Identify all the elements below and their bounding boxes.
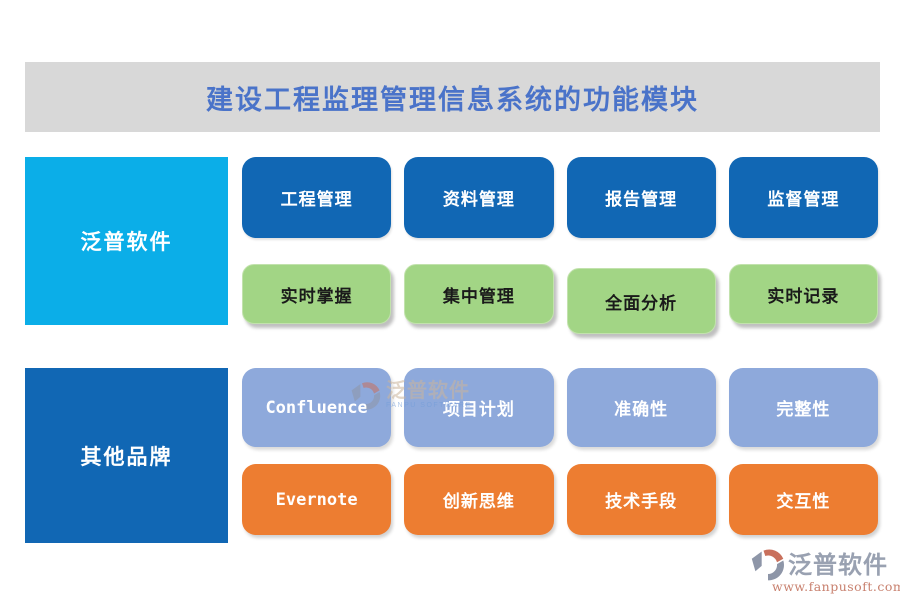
interactivity-card: 交互性 bbox=[728, 464, 878, 535]
accuracy-card: 准确性 bbox=[566, 368, 716, 447]
realtime-record-card: 实时记录 bbox=[728, 264, 878, 324]
panel-fanpu-software: 泛普软件 bbox=[25, 157, 228, 325]
panel-fanpu-label: 泛普软件 bbox=[80, 229, 173, 254]
page-title: 建设工程监理管理信息系统的功能模块 bbox=[206, 84, 699, 116]
supervision-management-card: 监督管理 bbox=[728, 157, 878, 238]
row-fanpu-modules: 工程管理 资料管理 报告管理 监督管理 bbox=[242, 157, 878, 238]
realtime-grasp-card: 实时掌握 bbox=[242, 264, 392, 324]
technical-means-card: 技术手段 bbox=[566, 464, 716, 535]
footer-brand: 泛普软件 bbox=[788, 550, 888, 579]
integrity-card: 完整性 bbox=[728, 368, 878, 447]
project-plan-card: 项目计划 bbox=[404, 368, 554, 447]
footer-url: www.fanpusoft.com bbox=[772, 579, 900, 594]
evernote-card: Evernote bbox=[242, 464, 392, 535]
panel-other-brands: 其他品牌 bbox=[25, 368, 228, 543]
confluence-card: Confluence bbox=[242, 368, 392, 447]
innovative-thinking-card: 创新思维 bbox=[404, 464, 554, 535]
fanpu-logo-icon bbox=[751, 549, 784, 581]
comprehensive-analysis-card: 全面分析 bbox=[566, 268, 716, 334]
row-fanpu-benefits: 实时掌握 集中管理 全面分析 实时记录 bbox=[242, 264, 878, 334]
project-management-card: 工程管理 bbox=[242, 157, 392, 238]
centralized-management-card: 集中管理 bbox=[404, 264, 554, 324]
row-other-brand-features: Confluence 项目计划 准确性 完整性 bbox=[242, 368, 878, 447]
report-management-card: 报告管理 bbox=[566, 157, 716, 238]
row-other-brand-traits: Evernote 创新思维 技术手段 交互性 bbox=[242, 464, 878, 535]
document-management-card: 资料管理 bbox=[404, 157, 554, 238]
title-bar: 建设工程监理管理信息系统的功能模块 bbox=[25, 62, 880, 132]
panel-other-label: 其他品牌 bbox=[80, 443, 173, 469]
fanpu-footer-logo: 泛普软件 www.fanpusoft.com bbox=[750, 547, 900, 594]
